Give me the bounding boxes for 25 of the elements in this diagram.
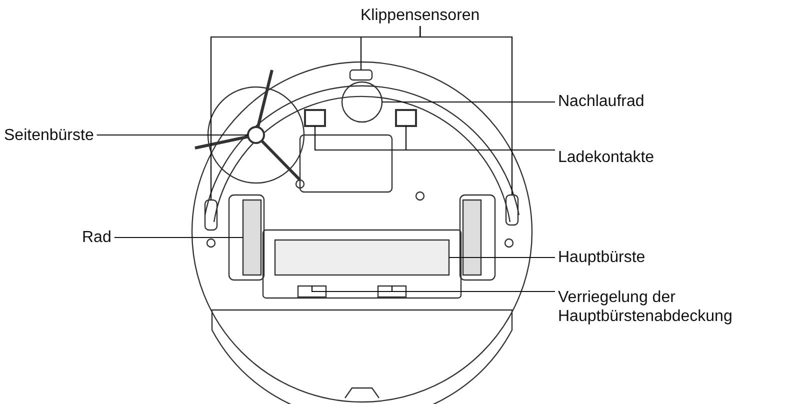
brush-cover-latch	[377, 285, 407, 298]
main-brush	[274, 239, 450, 276]
caster-wheel	[341, 81, 383, 123]
part-label: Rad	[82, 228, 112, 247]
leader-line	[405, 126, 555, 151]
leader-line	[114, 236, 243, 238]
side-brush-hub	[247, 126, 265, 144]
cliff-sensor	[204, 199, 218, 231]
part-label: Nachlaufrad	[558, 92, 644, 111]
drive-wheel	[242, 199, 262, 276]
cliff-sensor	[349, 69, 373, 81]
charging-contact	[304, 109, 326, 127]
part-label: Seitenbürste	[4, 126, 94, 145]
leader-line	[449, 256, 555, 258]
brush-cover-latch	[297, 285, 327, 298]
part-label: Hauptbürste	[558, 248, 646, 267]
leader-line	[96, 134, 248, 136]
part-label: Ladekontakte	[558, 148, 654, 167]
cliff-sensor	[505, 194, 519, 226]
part-label: Klippensensoren	[360, 6, 480, 25]
charging-contact	[395, 109, 417, 127]
leader-line	[382, 101, 555, 103]
leader-line	[420, 26, 513, 195]
leader-line	[391, 286, 555, 292]
part-label: Verriegelung der Hauptbürstenabdeckung	[558, 288, 798, 326]
